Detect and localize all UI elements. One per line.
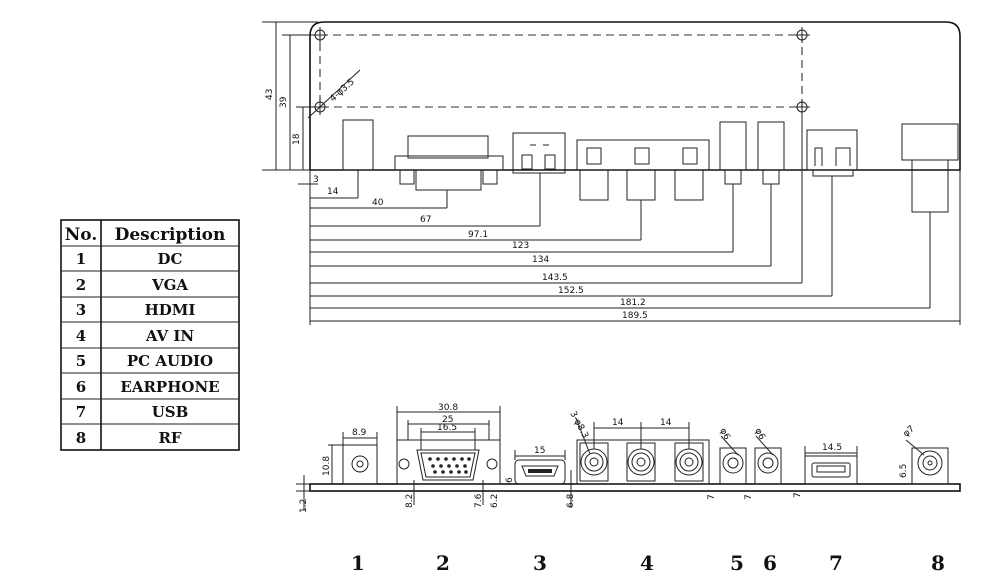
front-dc: 8.9 10.8: [322, 428, 378, 485]
svg-text:30.8: 30.8: [438, 403, 458, 413]
svg-text:18: 18: [292, 133, 302, 145]
svg-text:6.2: 6.2: [490, 494, 500, 508]
connector-number: 7: [829, 551, 843, 575]
svg-text:40: 40: [372, 198, 384, 208]
svg-text:7: 7: [793, 492, 803, 498]
table-header-no: No.: [65, 225, 98, 245]
connector-numbers: 1 2 3 4 5 6 7 8: [351, 551, 945, 575]
svg-text:14: 14: [660, 418, 672, 428]
svg-text:43: 43: [265, 89, 275, 100]
front-rf: φ7 6.5: [899, 424, 949, 485]
table-row-no: 5: [76, 352, 86, 370]
board-outline: [309, 21, 961, 171]
svg-text:25: 25: [442, 415, 453, 425]
table-row-desc: HDMI: [145, 301, 196, 319]
board-edge: [309, 483, 961, 492]
table-row-desc: RF: [158, 429, 181, 447]
svg-text:3: 3: [313, 175, 319, 185]
svg-text:φ7: φ7: [902, 424, 917, 439]
svg-text:6: 6: [505, 477, 515, 483]
connector-number: 4: [640, 551, 654, 575]
table-row-desc: VGA: [151, 276, 188, 294]
hole-note: 4-φ3.5: [328, 77, 356, 104]
front-av-in: 14 14 3-φ8.3 7: [567, 410, 717, 500]
svg-text:16.5: 16.5: [437, 423, 457, 433]
mounting-holes: [312, 27, 810, 115]
svg-text:97.1: 97.1: [468, 230, 488, 240]
table-row-no: 6: [76, 378, 86, 396]
table-row-desc: EARPHONE: [120, 378, 219, 396]
svg-text:φ6: φ6: [717, 427, 731, 442]
svg-text:67: 67: [420, 215, 431, 225]
front-view: 1.2 8.9 10.8: [296, 403, 961, 513]
svg-text:14: 14: [612, 418, 624, 428]
svg-text:10.8: 10.8: [322, 456, 332, 476]
table-row-desc: DC: [158, 250, 183, 268]
svg-text:6.8: 6.8: [566, 493, 576, 508]
svg-text:3-φ8.3: 3-φ8.3: [567, 410, 590, 441]
top-view: 4-φ3.5 43 39 18: [262, 21, 961, 325]
table-row-no: 8: [76, 429, 86, 447]
svg-text:143.5: 143.5: [542, 273, 568, 283]
mounting-rect: [319, 34, 803, 108]
svg-text:8.9: 8.9: [352, 428, 367, 438]
svg-text:6.5: 6.5: [899, 464, 909, 478]
connector-number: 2: [436, 551, 450, 575]
svg-text:14: 14: [327, 187, 339, 197]
table-header-description: Description: [115, 225, 226, 245]
svg-text:189.5: 189.5: [622, 311, 648, 321]
horizontal-dimensions: 3 14 40 67 97.1 123 134 143.5 152.5 181.…: [298, 112, 961, 325]
connector-number: 5: [730, 551, 744, 575]
svg-text:181.2: 181.2: [620, 298, 646, 308]
front-pc-audio: φ6 7: [717, 427, 754, 500]
svg-text:15: 15: [534, 446, 545, 456]
connector-number: 3: [533, 551, 547, 575]
svg-text:7: 7: [744, 494, 754, 500]
front-usb: 14.5 7: [793, 443, 858, 498]
table-row-desc: AV IN: [145, 327, 194, 345]
connector-number: 6: [763, 551, 777, 575]
svg-text:1.2: 1.2: [299, 499, 309, 513]
svg-text:123: 123: [512, 241, 529, 251]
svg-text:14.5: 14.5: [822, 443, 842, 453]
svg-text:134: 134: [532, 255, 549, 265]
svg-text:7.6: 7.6: [474, 493, 484, 508]
table-row-no: 1: [76, 250, 86, 268]
front-vga: 30.8 25 16.5 8.2 7.6 6.2: [396, 403, 501, 508]
svg-text:39: 39: [279, 96, 289, 108]
table-row-no: 2: [76, 276, 86, 294]
description-table: No. Description 1 DC 2 VGA 3 HDMI 4 AV I…: [60, 219, 240, 451]
table-row-no: 7: [76, 403, 86, 421]
connector-number: 1: [351, 551, 365, 575]
table-row-desc: USB: [152, 403, 189, 421]
svg-text:φ6: φ6: [752, 427, 766, 442]
top-connectors: [342, 119, 959, 213]
front-hdmi: 15 6 6.8: [505, 446, 576, 508]
table-row-no: 4: [76, 327, 86, 345]
svg-text:8.2: 8.2: [405, 494, 415, 508]
front-earphone: φ6: [752, 427, 782, 485]
connector-number: 8: [931, 551, 945, 575]
svg-text:7: 7: [707, 494, 717, 500]
table-row-no: 3: [76, 301, 86, 319]
table-row-desc: PC AUDIO: [127, 352, 213, 370]
svg-text:152.5: 152.5: [558, 286, 584, 296]
height-dimensions: 43 39 18: [262, 21, 318, 171]
